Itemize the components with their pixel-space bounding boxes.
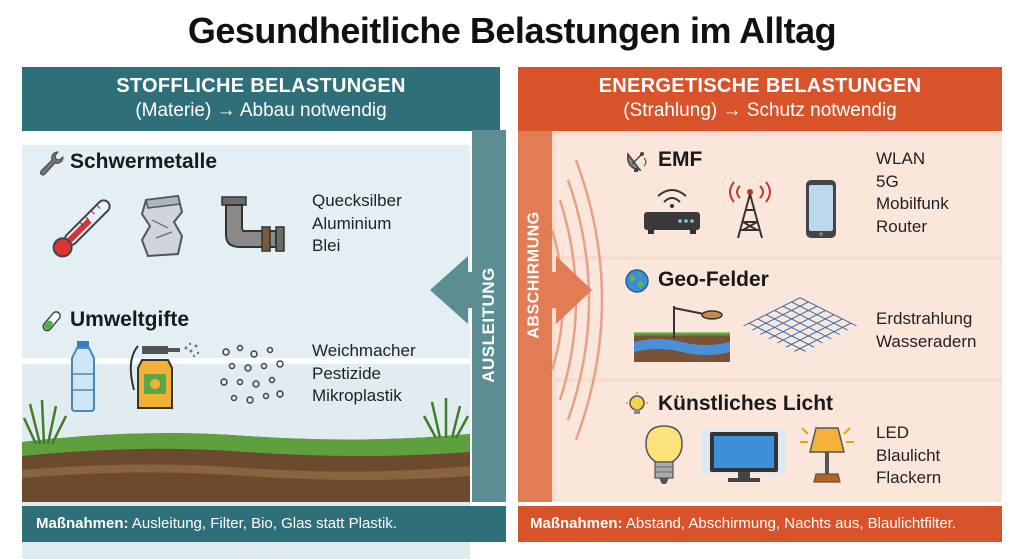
list-item: Flackern	[876, 468, 942, 487]
right-footer: Maßnahmen: Abstand, Abschirmung, Nachts …	[518, 506, 1002, 542]
lightbulb-icon	[626, 392, 648, 414]
right-header-subtitle: (Strahlung) → Schutz notwendig	[623, 100, 897, 121]
pesticide-sprayer-icon	[129, 342, 200, 409]
section-title-kuenstliches-licht: Künstliches Licht	[658, 392, 834, 415]
list-geo-felder: Erdstrahlung Wasseradern	[876, 308, 976, 353]
section-title-geo-felder: Geo-Felder	[658, 268, 769, 291]
cell-tower-icon	[729, 181, 771, 239]
page-title: Gesundheitliche Belastungen im Alltag	[187, 10, 837, 51]
right-arrow-icon	[518, 256, 592, 324]
right-header: ENERGETISCHE BELASTUNGEN (Strahlung) → S…	[518, 67, 1002, 131]
test-tube-icon	[42, 311, 61, 332]
microplastic-icon	[220, 344, 284, 404]
list-umweltgifte: Weichmacher Pestizide Mikroplastik	[312, 340, 416, 408]
list-item: Quecksilber	[312, 191, 402, 210]
footer-label: Maßnahmen:	[530, 515, 623, 532]
list-item: Pestizide	[312, 363, 381, 383]
list-item: Aluminium	[312, 213, 392, 233]
abschirmung-label: ABSCHIRMUNG	[526, 211, 543, 339]
list-item: Erdstrahlung	[876, 309, 973, 328]
list-item: 5G	[876, 171, 899, 191]
list-emf: WLAN 5G Mobilfunk Router	[876, 148, 949, 238]
footer-text: Abstand, Abschirmung, Nachts aus, Blauli…	[622, 515, 957, 532]
left-header: STOFFLICHE BELASTUNGEN (Materie) → Abbau…	[22, 67, 500, 131]
list-item: WLAN	[876, 149, 926, 168]
section-schwermetalle	[22, 145, 470, 361]
grid-net-icon	[742, 297, 858, 352]
list-item: Blaulicht	[876, 445, 941, 465]
ausleitung-bar	[472, 130, 506, 502]
table-lamp-icon	[800, 427, 854, 483]
thermometer-icon	[52, 199, 111, 258]
satellite-dish-icon	[627, 152, 647, 172]
plastic-bottle-icon	[71, 341, 95, 412]
monitor-icon	[702, 430, 786, 482]
left-header-subtitle: (Materie) → Abbau notwendig	[135, 100, 387, 121]
list-item: Mobilfunk	[876, 194, 949, 213]
list-schwermetalle: Quecksilber Aluminium Blei	[312, 190, 402, 258]
footer-label: Maßnahmen:	[36, 515, 129, 532]
section-title-schwermetalle: Schwermetalle	[70, 150, 218, 173]
left-footer: Maßnahmen: Ausleitung, Filter, Bio, Glas…	[22, 506, 506, 542]
section-title-emf: EMF	[658, 148, 703, 171]
footer-text: Ausleitung, Filter, Bio, Glas statt Plas…	[128, 515, 397, 532]
led-bulb-icon	[645, 425, 683, 484]
left-arrow-icon	[430, 256, 506, 324]
section-title-umweltgifte: Umweltgifte	[70, 308, 190, 331]
router-icon	[644, 189, 700, 234]
list-item: Blei	[312, 236, 341, 255]
left-header-title: STOFFLICHE BELASTUNGEN	[116, 75, 406, 97]
soil-illustration	[22, 398, 470, 502]
list-item: LED	[876, 423, 910, 442]
smartphone-icon	[806, 180, 836, 238]
right-header-title: ENERGETISCHE BELASTUNGEN	[598, 75, 922, 97]
list-item: Wasseradern	[876, 331, 977, 351]
ausleitung-label: AUSLEITUNG	[479, 267, 498, 383]
dowsing-water-icon	[634, 306, 730, 362]
wrench-icon	[40, 151, 64, 176]
list-kuenstliches-licht: LED Blaulicht Flackern	[876, 422, 941, 490]
crushed-can-icon	[140, 194, 184, 258]
abschirmung-bar	[518, 131, 552, 502]
pipe-icon	[221, 196, 285, 252]
list-item: Router	[876, 216, 928, 236]
list-item: Weichmacher	[312, 341, 416, 360]
list-item: Mikroplastik	[312, 386, 402, 405]
globe-icon	[625, 269, 649, 293]
